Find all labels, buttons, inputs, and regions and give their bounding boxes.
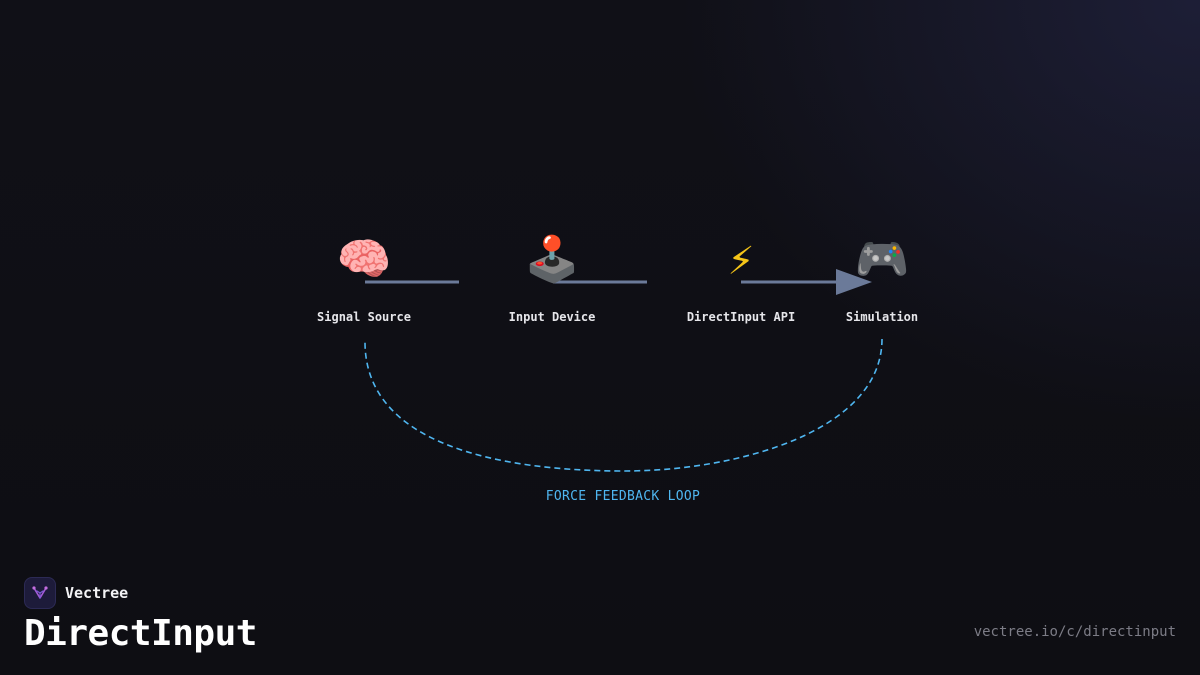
brand: Vectree <box>24 577 128 609</box>
gamepad-icon: 🎮 <box>855 234 910 285</box>
loop-label: FORCE FEEDBACK LOOP <box>546 489 700 504</box>
brain-icon: 🧠 <box>337 234 392 285</box>
node-label-input-device: Input Device <box>509 310 596 324</box>
brand-name: Vectree <box>65 584 129 602</box>
joystick-icon: 🕹️ <box>525 234 580 285</box>
footer-url[interactable]: vectree.io/c/directinput <box>973 624 1176 640</box>
vectree-logo-icon <box>24 577 56 609</box>
force-feedback-loop-path <box>364 338 883 472</box>
node-label-directinput-api: DirectInput API <box>687 310 795 324</box>
arrowhead-icon <box>836 269 872 295</box>
lightning-icon: ⚡ <box>728 234 755 285</box>
node-label-signal-source: Signal Source <box>317 310 411 324</box>
node-label-simulation: Simulation <box>846 310 918 324</box>
page-title: DirectInput <box>24 613 257 654</box>
